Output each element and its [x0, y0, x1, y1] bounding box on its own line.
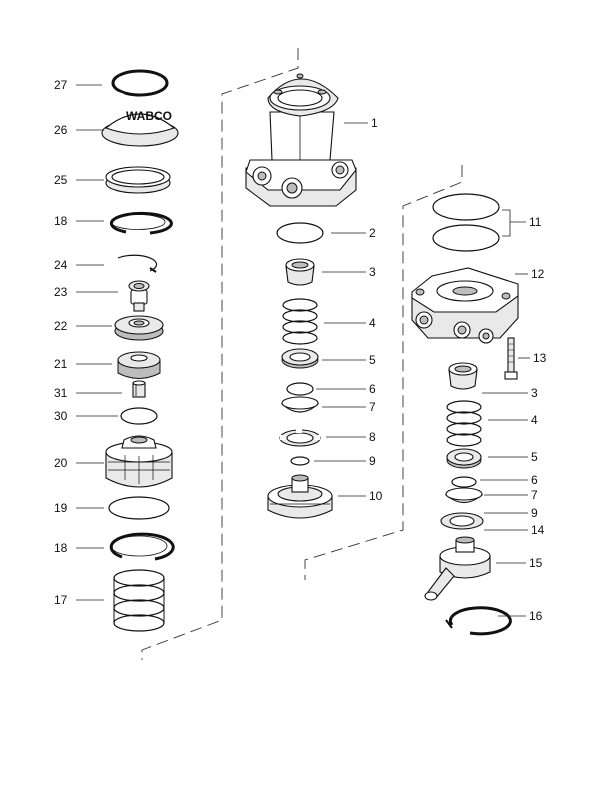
- callout-8: 8: [369, 430, 376, 444]
- part-13-bolt: [504, 337, 518, 380]
- callout-1: 1: [371, 116, 378, 130]
- part-17-spring: [113, 569, 165, 632]
- right-column-parts: [411, 193, 519, 636]
- callout-14: 14: [531, 523, 545, 537]
- callout-22: 22: [54, 319, 68, 333]
- callout-12: 12: [531, 267, 545, 281]
- part-18-circlip-upper: [109, 211, 173, 235]
- part-5-seal-right: [446, 448, 482, 469]
- callout-16: 16: [529, 609, 543, 623]
- callout-31: 31: [54, 386, 68, 400]
- callout-13: 13: [533, 351, 547, 365]
- callout-15: 15: [529, 556, 543, 570]
- callout-20: 20: [54, 456, 68, 470]
- leader-lines: [76, 84, 530, 617]
- part-19-o-ring: [108, 496, 170, 520]
- callout-19: 19: [54, 501, 68, 515]
- part-3-bushing-center: [285, 258, 315, 286]
- callout-17: 17: [54, 593, 68, 607]
- part-7-cup-right: [444, 487, 484, 504]
- part-6-washer-center: [286, 382, 314, 396]
- callout-3-center: 3: [369, 265, 376, 279]
- callout-30: 30: [54, 409, 68, 423]
- part-7-cup-center: [280, 396, 320, 413]
- part-20-valve-body: [105, 435, 173, 488]
- callout-25: 25: [54, 173, 68, 187]
- wabco-mark: WABCO: [126, 109, 172, 123]
- callout-18-upper: 18: [54, 214, 68, 228]
- part-2-o-ring: [276, 222, 324, 244]
- callout-3-right: 3: [531, 386, 538, 400]
- part-8-lock-ring: [279, 429, 321, 447]
- center-column-parts: [245, 73, 357, 519]
- callout-2: 2: [369, 226, 376, 240]
- part-5-seal-center: [281, 348, 319, 369]
- callout-27: 27: [54, 78, 68, 92]
- callout-6-center: 6: [369, 382, 376, 396]
- part-4-spring-center: [282, 298, 318, 345]
- callout-11: 11: [529, 215, 542, 229]
- part-12-lower-housing: [411, 267, 519, 344]
- part-22-valve-plate: [114, 315, 164, 341]
- part-11-rings: [432, 193, 500, 252]
- callout-9-center: 9: [369, 454, 376, 468]
- callout-26: 26: [54, 123, 68, 137]
- part-18-circlip-lower: [109, 532, 175, 561]
- callout-5-center: 5: [369, 353, 376, 367]
- part-21-piston: [117, 351, 161, 379]
- callout-4-right: 4: [531, 413, 538, 427]
- callout-7-center: 7: [369, 400, 376, 414]
- callout-4-center: 4: [369, 316, 376, 330]
- assembly-guides: [141, 48, 463, 660]
- part-4-spring-right: [446, 400, 482, 447]
- callout-5-right: 5: [531, 450, 538, 464]
- callout-9-right: 9: [531, 506, 538, 520]
- left-column-parts: WABCO: [101, 69, 179, 632]
- callout-21: 21: [54, 357, 68, 371]
- part-26-cover-cap: WABCO: [101, 109, 179, 147]
- part-27-snap-ring: [111, 69, 169, 98]
- part-3-bushing-right: [448, 362, 478, 390]
- callout-labels: 27 26 25 18 24 23 22 21 31 30 20 19 18 1…: [54, 78, 547, 623]
- part-30-o-ring: [120, 407, 158, 425]
- part-25-seal: [105, 166, 171, 194]
- part-16-circlip: [445, 606, 512, 636]
- part-1-upper-housing: [245, 73, 357, 207]
- callout-18-lower: 18: [54, 541, 68, 555]
- part-9-14-rings-right: [440, 512, 484, 530]
- part-31-pin: [132, 380, 146, 398]
- part-15-outlet-valve: [424, 536, 491, 601]
- callout-23: 23: [54, 285, 68, 299]
- part-9-o-ring-center: [290, 456, 310, 466]
- part-23-valve-insert: [128, 280, 150, 312]
- part-6-washer-right: [451, 476, 477, 488]
- part-10-piston: [267, 474, 333, 519]
- callout-6-right: 6: [531, 473, 538, 487]
- callout-7-right: 7: [531, 488, 538, 502]
- callout-24: 24: [54, 258, 68, 272]
- callout-10: 10: [369, 489, 383, 503]
- part-24-retaining-clip: [117, 254, 158, 273]
